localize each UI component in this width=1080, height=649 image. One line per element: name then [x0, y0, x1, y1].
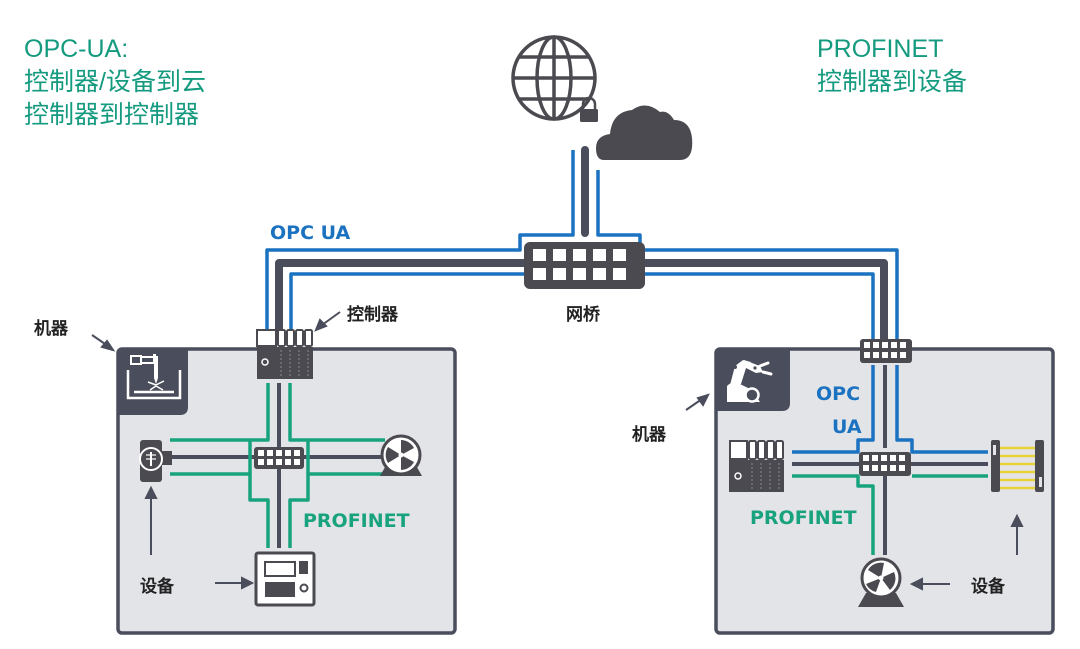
label-opc-right-line2: UA	[832, 416, 862, 438]
laser-machine-icon	[118, 349, 188, 415]
light-curtain-icon[interactable]	[991, 440, 1044, 492]
switch-ports	[533, 249, 626, 280]
bridge-switch-icon[interactable]	[524, 242, 645, 289]
arrow-machine-right	[685, 393, 710, 411]
arrow-device-sensor-left	[144, 485, 158, 555]
arrow-device-motor-right	[909, 577, 950, 591]
controller-plc-icon[interactable]	[256, 329, 313, 379]
lock-icon	[580, 96, 598, 122]
arrow-device-hmi-left	[215, 576, 255, 590]
motor-icon[interactable]	[858, 557, 904, 607]
cloud-icon	[596, 105, 693, 160]
label-device-right: 设备	[971, 577, 1005, 597]
heading-left-line1: OPC-UA:	[24, 35, 129, 63]
robot-arm-icon	[716, 349, 790, 411]
globe-icon	[511, 35, 597, 121]
label-profinet-left: PROFINET	[303, 510, 410, 532]
heading-left-line2: 控制器/设备到云	[24, 68, 206, 96]
label-bridge: 网桥	[566, 305, 600, 325]
label-profinet-right: PROFINET	[750, 507, 857, 529]
controller-plc-icon[interactable]	[729, 440, 784, 492]
heading-right: PROFINET 控制器到设备	[817, 33, 967, 99]
opc-ua-link-right-internal	[792, 365, 988, 454]
motor-icon[interactable]	[380, 434, 422, 476]
label-opc-right-line1: OPC	[816, 383, 861, 405]
temperature-sensor-icon[interactable]	[139, 440, 172, 482]
arrow-controller-left	[314, 311, 341, 332]
heading-left-line3: 控制器到控制器	[24, 101, 200, 129]
heading-left: OPC-UA: 控制器/设备到云 控制器到控制器	[24, 33, 206, 132]
label-controller: 控制器	[347, 305, 398, 325]
switch-icon[interactable]	[859, 452, 911, 476]
hmi-panel-icon[interactable]	[254, 551, 316, 607]
arrow-device-curtain-right	[1010, 513, 1024, 555]
label-device-left: 设备	[140, 577, 174, 597]
heading-right-line1: PROFINET	[817, 35, 944, 63]
label-machine-right: 机器	[632, 425, 666, 445]
label-opc-ua-top: OPC UA	[270, 222, 351, 244]
arrow-machine-left	[91, 334, 116, 352]
arrows	[91, 311, 1024, 591]
switch-icon[interactable]	[254, 447, 304, 469]
switch-icon[interactable]	[860, 339, 912, 363]
label-machine-left: 机器	[34, 319, 68, 339]
heading-right-line2: 控制器到设备	[817, 68, 968, 96]
